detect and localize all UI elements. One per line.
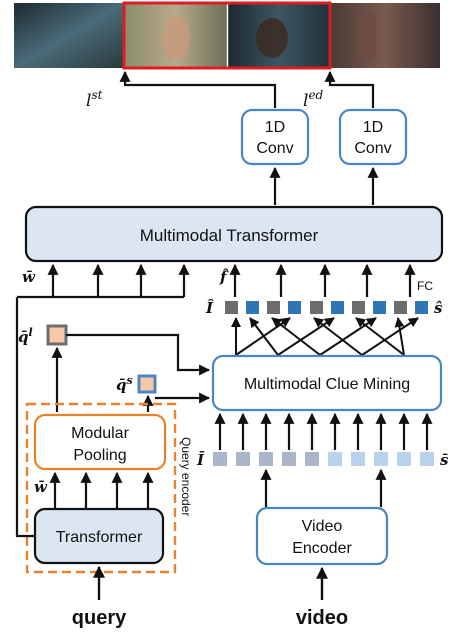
token: [310, 301, 323, 314]
boundary-arrows: [119, 70, 375, 108]
highlighted-moment-box: [122, 1, 332, 70]
svg-text:Conv: Conv: [256, 140, 293, 157]
clue-token-row: [225, 301, 428, 314]
transformer-to-conv-arrows: [269, 166, 379, 205]
token: [246, 301, 259, 314]
svg-text:Multimodal Clue Mining: Multimodal Clue Mining: [244, 376, 410, 393]
token: [373, 301, 386, 314]
token: [259, 452, 273, 466]
q-bar-l-label: q̄l: [18, 326, 33, 346]
svg-text:Encoder: Encoder: [292, 540, 352, 557]
fc-label: FC: [417, 279, 433, 293]
I-bar-label: Ī: [196, 450, 205, 469]
video-encoder-box: Video Encoder: [255, 506, 389, 566]
s-hat-label: ŝ: [434, 299, 443, 317]
svg-text:1D: 1D: [363, 119, 383, 136]
video-token-arrows: [229, 263, 416, 297]
multimodal-transformer-box: Multimodal Transformer: [24, 205, 444, 263]
svg-text:Multimodal Transformer: Multimodal Transformer: [140, 226, 319, 245]
token: [267, 301, 280, 314]
w-bar-top-label: w̄: [22, 268, 36, 286]
transformer-to-pooling-arrows: [49, 471, 154, 508]
q-bar-s-label: q̄s: [116, 374, 133, 394]
token: [331, 301, 344, 314]
token: [282, 452, 296, 466]
token: [213, 452, 227, 466]
token: [288, 301, 301, 314]
token: [397, 452, 411, 466]
l-ed-label: led: [303, 88, 324, 111]
query-encoder-label: Query encoder: [179, 437, 193, 516]
video-frame-4: [330, 3, 440, 68]
svg-text:Conv: Conv: [354, 140, 391, 157]
video-token-row: [213, 452, 434, 466]
query-transformer-box: Transformer: [33, 507, 165, 565]
token: [305, 452, 319, 466]
token: [351, 452, 365, 466]
token: [374, 452, 388, 466]
token: [352, 301, 365, 314]
q-bar-s-token: [137, 374, 157, 394]
conv-1d-end-box: 1D Conv: [338, 108, 408, 166]
token: [415, 301, 428, 314]
modular-pooling-box: Modular Pooling: [33, 413, 167, 471]
conv-1d-start-box: 1D Conv: [240, 108, 310, 166]
svg-text:Modular: Modular: [71, 425, 129, 442]
svg-text:1D: 1D: [265, 119, 285, 136]
svg-text:Transformer: Transformer: [56, 529, 143, 546]
query-skip-connection: [15, 297, 35, 538]
encoder-to-tokens-arrows: [260, 468, 387, 507]
s-bar-label: s̄: [440, 451, 449, 469]
query-encoder-frame: [25, 402, 177, 574]
q-bar-l-token: [46, 324, 68, 346]
token: [225, 301, 238, 314]
multimodal-clue-mining-box: Multimodal Clue Mining: [211, 354, 443, 412]
q-bar-l-to-clue-arrow: [66, 333, 211, 376]
svg-text:Pooling: Pooling: [73, 447, 126, 464]
query-token-arrows: [17, 263, 190, 299]
clue-mining-crossing-arrows: [231, 317, 419, 356]
query-label: query: [72, 607, 127, 629]
video-label: video: [296, 607, 348, 629]
I-hat-label: Î: [205, 299, 214, 317]
video-frame-strip: [14, 1, 440, 70]
token: [420, 452, 434, 466]
w-bar-mid-label: w̄: [34, 478, 48, 496]
video-frame-1: [14, 3, 124, 68]
f-hat-label: f̂: [219, 268, 229, 286]
l-st-label: lst: [86, 88, 103, 111]
token: [328, 452, 342, 466]
token: [236, 452, 250, 466]
video-tokens-to-clue-arrows: [214, 412, 433, 450]
svg-text:Video: Video: [302, 518, 343, 535]
token: [394, 301, 407, 314]
